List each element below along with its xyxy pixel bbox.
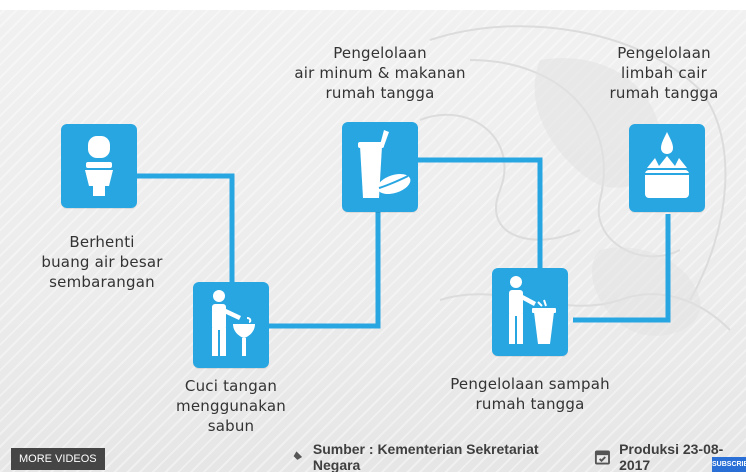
connector-1-2 [137, 173, 235, 284]
step-hand-washing-label: Cuci tangan menggunakan sabun [176, 377, 286, 435]
toilet-icon [85, 136, 113, 196]
connector-4-5 [573, 214, 671, 323]
top-bar [0, 0, 746, 10]
step-drinking-water-food-tile [342, 122, 418, 212]
step-hand-washing-tile [193, 282, 269, 368]
step-liquid-waste-label: Pengelolaan limbah cair rumah tangga [609, 44, 719, 102]
pin-icon [290, 451, 303, 463]
drink-food-icon [358, 130, 411, 198]
liquid-waste-icon [645, 132, 689, 198]
hand-washing-icon [212, 290, 255, 356]
step-stop-open-defecation-tile [61, 124, 137, 208]
step-stop-open-defecation-label: Berhenti buang air besar sembarangan [41, 233, 163, 291]
subscribe-button[interactable]: SUBSCRIBE [712, 457, 746, 472]
step-liquid-waste-tile [629, 124, 705, 212]
connector-3-4 [416, 157, 543, 270]
step-drinking-water-food-label: Pengelolaan air minum & makanan rumah ta… [294, 44, 466, 102]
production-text: Produksi 23-08-2017 [619, 441, 724, 472]
calendar-icon [595, 450, 611, 465]
source-line: Sumber : Kementerian Sekretariat Negara … [288, 441, 746, 472]
connector-2-3 [268, 210, 381, 329]
trash-disposal-icon [509, 276, 556, 344]
more-videos-button[interactable]: MORE VIDEOS [11, 448, 105, 470]
step-waste-management-label: Pengelolaan sampah rumah tangga [450, 375, 610, 413]
source-text: Sumber : Kementerian Sekretariat Negara [312, 441, 539, 472]
step-waste-management-tile [492, 268, 568, 356]
